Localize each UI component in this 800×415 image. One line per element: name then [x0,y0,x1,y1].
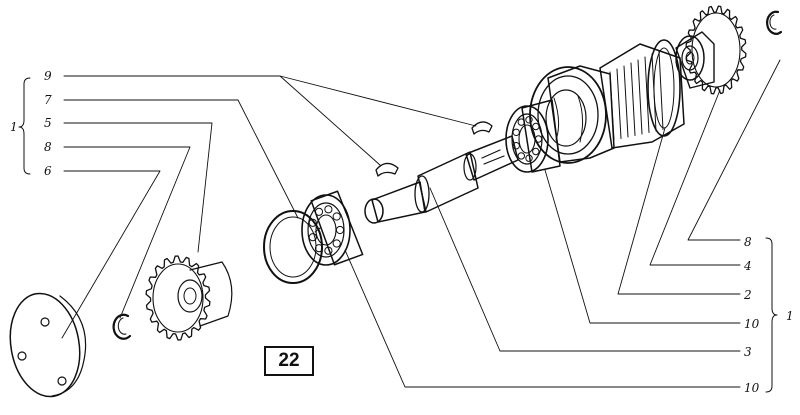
bearing-ball [532,122,540,131]
figure-number: 22 [278,350,300,371]
leader-r10b [344,249,741,388]
spline-line [616,68,622,139]
leader-8 [63,146,191,319]
spline-line [644,56,650,133]
right-group-brace [765,237,778,393]
split-ring [263,210,323,284]
leader-r8 [687,59,781,241]
callout-right-10a: 10 [744,317,760,331]
snap-ring-left [112,313,132,340]
spline-line [630,62,636,136]
bearing-ball [525,116,533,124]
leader-r2 [617,127,741,295]
leader-r4 [649,89,741,266]
figure-number-box: 22 [264,346,314,376]
spline-line [623,65,629,138]
bearing-ball [324,246,333,255]
callout-right-8: 8 [744,235,752,249]
bearing-ball [525,154,533,162]
leader-6 [61,170,161,339]
bearing-ball [512,128,520,137]
callout-left-6: 6 [44,164,52,178]
spline-line [637,59,643,135]
shaft [364,135,519,224]
left-leader-lines [61,75,477,339]
leader-r10a [544,169,741,324]
bearing-ball [512,142,520,150]
group-label-right: 1 [786,309,794,323]
bearing-ball [308,218,317,227]
callout-left-8: 8 [44,140,52,154]
leader-7 [63,99,299,219]
callout-right-3: 3 [744,345,752,359]
small-gear [145,255,233,341]
bearing-housing [529,39,685,164]
bearing-ball [324,205,333,214]
bearing-ball [517,152,525,160]
large-gear [675,5,747,95]
bearing-ball [532,147,540,156]
group-label-left: 1 [10,120,18,134]
spline-line [658,50,664,130]
callout-left-5: 5 [44,116,52,130]
right-leader-lines [344,59,781,388]
left-group-brace [18,77,31,175]
woodruff-keys [375,121,493,177]
leader-9b [279,75,477,127]
callout-left-7: 7 [44,93,52,107]
bearing-ball [517,118,525,126]
snap-ring-right [766,10,783,35]
callout-right-10b: 10 [744,381,760,395]
bearing-ball [335,225,345,235]
leader-r3 [429,187,741,352]
ball-bearing-left [301,190,364,266]
callout-right-2: 2 [743,288,752,302]
bearing-ball [314,244,324,253]
bearing-ball [332,239,341,248]
ball-bearing-right [505,99,561,173]
cover-disc [9,292,87,398]
bearing-ball [308,233,317,242]
callout-left-9: 9 [44,69,52,83]
bearing-ball [314,207,324,216]
leader-5 [63,122,213,253]
bearing-ball [332,212,341,221]
callout-right-4: 4 [743,259,752,273]
